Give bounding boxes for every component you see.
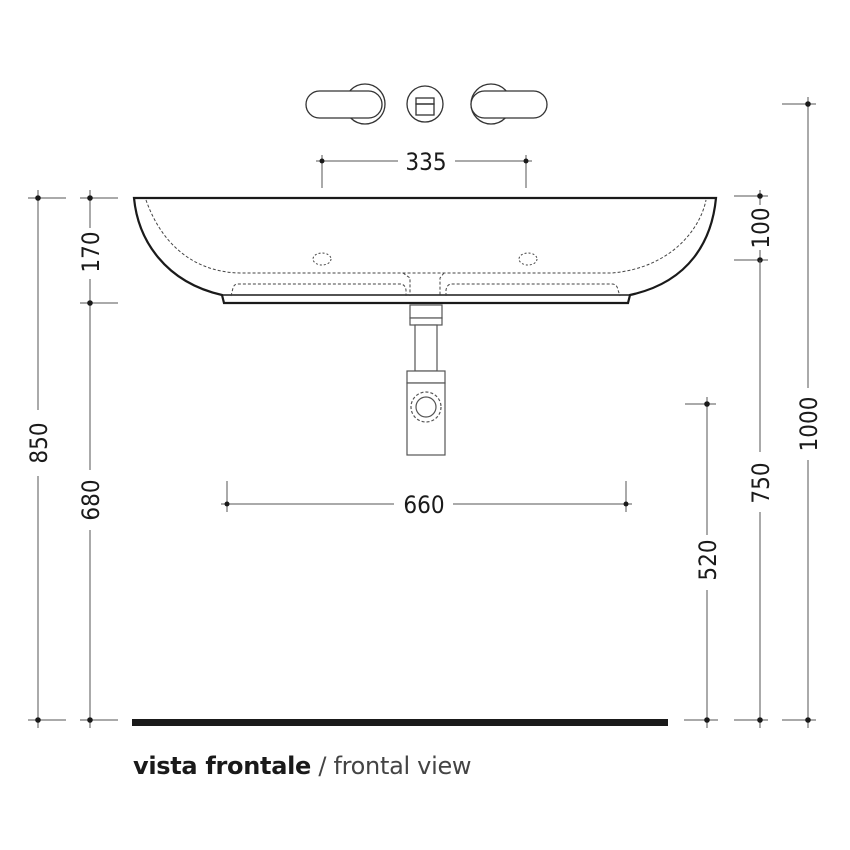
dim-tap-spacing [316, 155, 532, 188]
dim-label-floor-to-rim: 850 [25, 422, 53, 463]
dim-label-rim-to-tap: 100 [747, 207, 775, 248]
dim-label-floor-to-basin-bottom: 680 [77, 479, 105, 520]
dim-floor-to-trap [684, 397, 718, 728]
dim-label-tap-spacing: 335 [405, 148, 446, 176]
dim-label-floor-to-tap-top: 1000 [795, 397, 823, 452]
tap-right [470, 83, 548, 125]
caption-secondary: frontal view [333, 752, 472, 780]
dim-floor-to-rim [28, 190, 66, 728]
dim-label-basin-height: 170 [77, 231, 105, 272]
tap-left [305, 83, 386, 125]
dim-basin-height [80, 190, 118, 470]
spout-center [406, 85, 444, 123]
dim-label-basin-width: 660 [403, 491, 444, 519]
view-caption: vista frontale / frontal view [133, 752, 472, 780]
dim-floor-to-tap-top [782, 97, 816, 728]
dim-floor-to-basin-bottom [80, 530, 118, 728]
dim-label-floor-to-trap: 520 [694, 539, 722, 580]
basin [132, 196, 718, 305]
caption-separator: / [311, 752, 334, 780]
floor-line [132, 719, 668, 726]
dim-rim-to-tap [734, 190, 768, 268]
dim-basin-width [221, 481, 632, 512]
drain-trap [406, 304, 446, 456]
dim-floor-to-tap-outlet [734, 260, 768, 728]
caption-primary: vista frontale [133, 752, 312, 780]
dim-label-floor-to-tap-outlet: 750 [747, 462, 775, 503]
